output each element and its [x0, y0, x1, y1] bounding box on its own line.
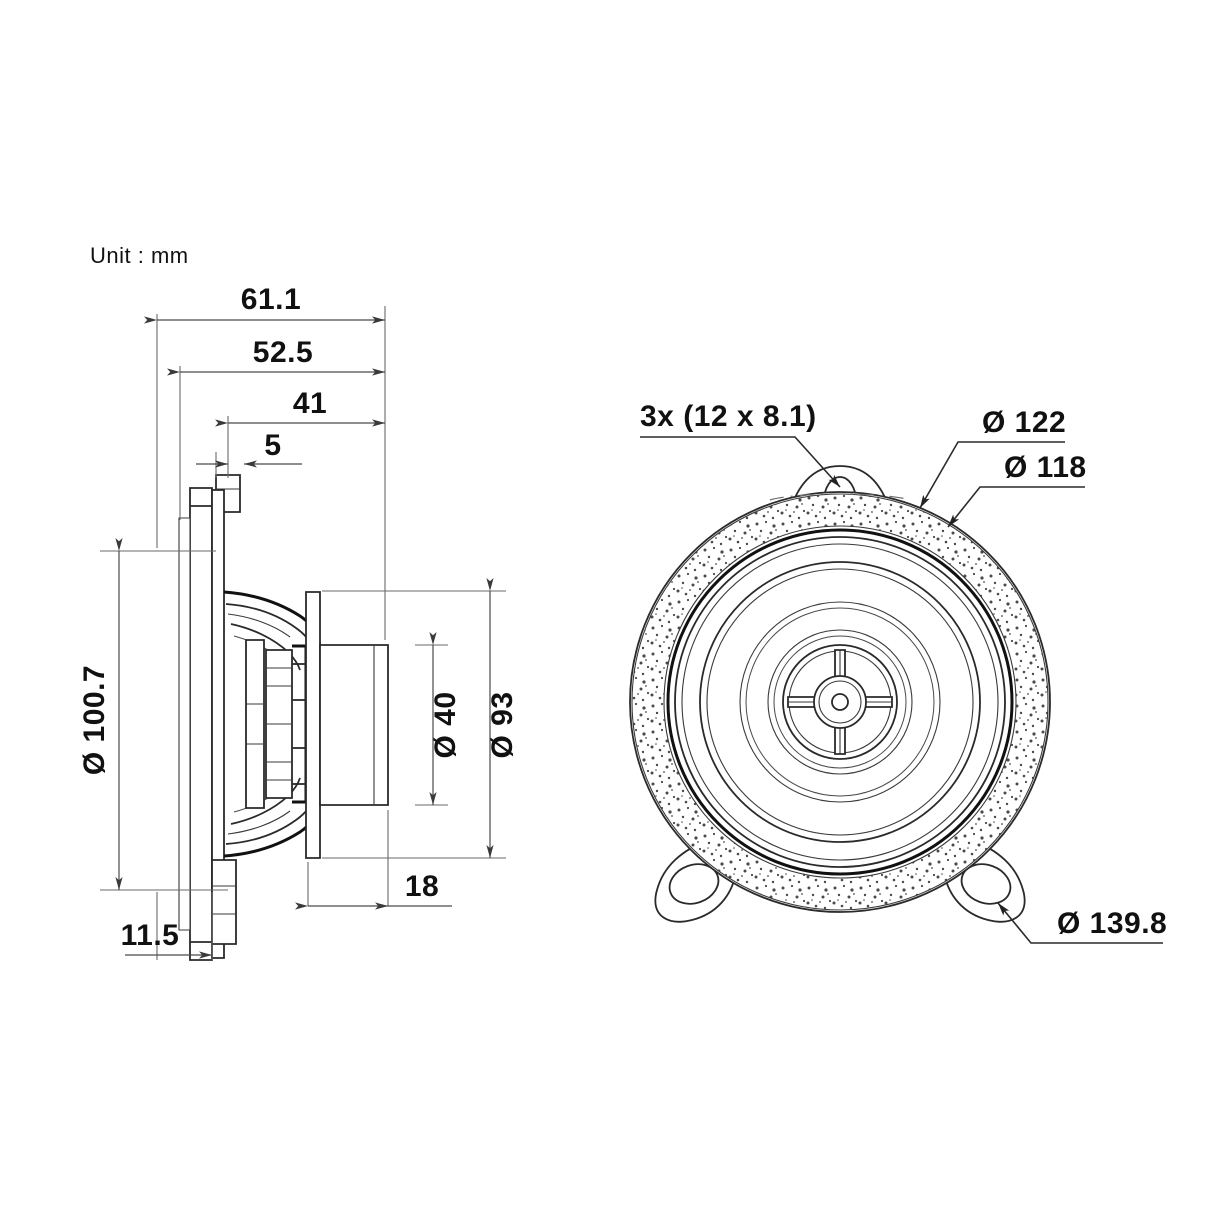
mounting-flange-profile: [178, 487, 213, 961]
tweeter-bezel-circle: [773, 635, 907, 769]
dimension-label-18: 18: [405, 870, 439, 903]
callout-dia-118: Ø 118: [947, 451, 1087, 528]
tweeter-dome-circle: [782, 644, 898, 760]
center-hole: [831, 693, 849, 711]
tweeter-outer-circle: [767, 629, 913, 775]
dimension-11-5: 11.5: [121, 919, 212, 959]
rim-circle-118: [674, 536, 1006, 868]
dimension-dia-100-7: Ø 100.7: [78, 538, 123, 890]
rim-inner-circle: [681, 543, 999, 861]
callout-mount-holes: 3x (12 x 8.1): [640, 400, 841, 488]
magnet-assembly-profile: [305, 591, 389, 859]
mounting-slot-bottom-left: [668, 863, 720, 905]
callout-dia-139-8: Ø 139.8: [997, 902, 1167, 944]
dimension-label-41: 41: [293, 387, 327, 420]
dimension-label-dia-100-7: Ø 100.7: [78, 665, 111, 775]
dimension-61-1: 61.1: [144, 283, 385, 324]
surround-inner-circle: [706, 568, 974, 836]
hidden-edge-top-tab: [769, 493, 911, 501]
dimension-label-dia-40: Ø 40: [429, 691, 462, 758]
unit-note: Unit : mm: [90, 243, 189, 268]
dimension-52-5: 52.5: [167, 336, 385, 376]
side-section-view: 61.1 52.5 41: [78, 283, 519, 961]
basket-outer-profile: [211, 489, 225, 959]
center-hub-inner-circle: [818, 680, 862, 724]
callout-label-dia-118: Ø 118: [1004, 451, 1087, 484]
surround-outer-circle: [699, 561, 981, 843]
dimension-label-52-5: 52.5: [253, 336, 313, 369]
gasket-inner-edge: [663, 525, 1017, 879]
dimension-18: 18: [295, 870, 452, 910]
dimension-label-61-1: 61.1: [241, 283, 301, 316]
front-view: 3x (12 x 8.1) Ø 122 Ø 118: [629, 400, 1167, 944]
dimension-label-dia-93: Ø 93: [486, 691, 519, 758]
dimension-dia-93: Ø 93: [486, 578, 519, 858]
voice-coil-profile: [245, 639, 265, 809]
cone-outer-circle: [739, 601, 941, 803]
dimension-label-5: 5: [264, 429, 281, 462]
cone-inner-circle: [745, 607, 935, 797]
dimension-41: 41: [215, 387, 385, 427]
callout-dia-122: Ø 122: [919, 406, 1066, 509]
callout-label-mount-holes: 3x (12 x 8.1): [640, 400, 817, 433]
dimension-5: 5: [196, 429, 302, 468]
dimension-label-11-5: 11.5: [121, 919, 180, 952]
callout-label-dia-122: Ø 122: [982, 406, 1066, 439]
terminal-block-profile: [211, 859, 237, 945]
dimension-dia-40: Ø 40: [429, 632, 462, 805]
callout-label-dia-139-8: Ø 139.8: [1057, 907, 1167, 940]
mounting-slot-bottom-right: [960, 863, 1012, 905]
extension-lines: [100, 306, 506, 960]
